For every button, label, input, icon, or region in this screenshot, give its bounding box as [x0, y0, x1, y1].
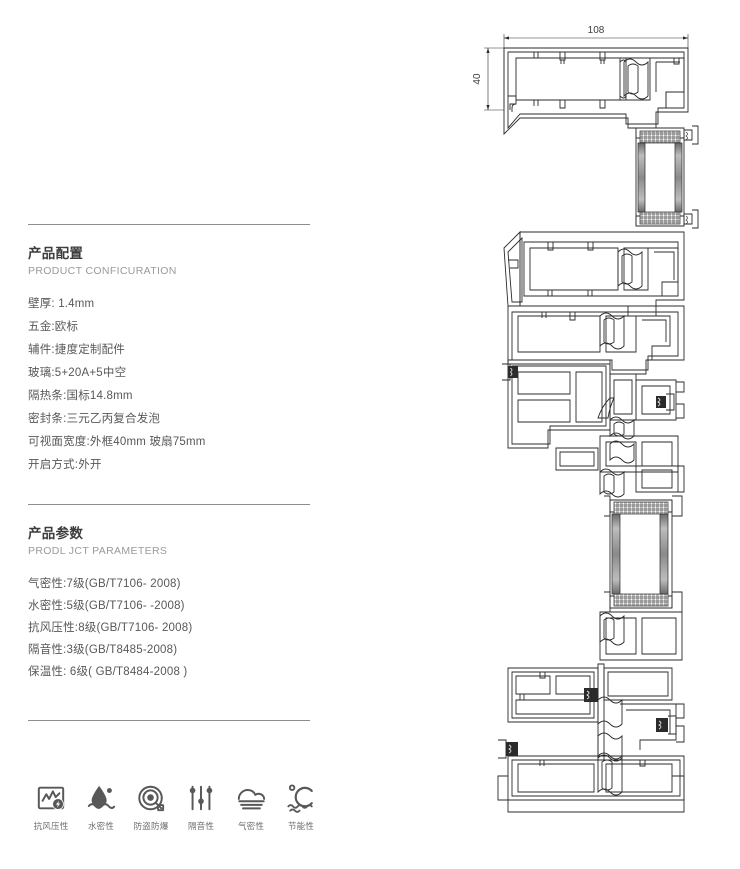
wind-pressure-icon — [36, 783, 66, 813]
feature-label: 隔音性 — [187, 821, 215, 831]
feature-energy-saving: 节能性 — [276, 783, 326, 831]
sound-insulation-icon — [186, 783, 216, 813]
water-tightness-icon — [86, 783, 116, 813]
list-item: 水密性:5级(GB/T7106- -2008) — [28, 599, 185, 612]
list-item: 五金:欧标 — [28, 320, 79, 333]
product-configuration-section: 产品配置 PRODUCT CONFICURATION 壁厚: 1.4mm 五金:… — [28, 246, 328, 483]
feature-water-tightness: 水密性 — [76, 783, 126, 831]
list-item: 抗风压性:8级(GB/T7106- 2008) — [28, 621, 193, 634]
divider-top — [28, 224, 310, 225]
list-item: 可视面宽度:外框40mm 玻扇75mm — [28, 435, 206, 448]
feature-label: 节能性 — [287, 821, 315, 831]
feature-label: 气密性 — [237, 821, 265, 831]
list-item: 辅件:捷度定制配件 — [28, 343, 125, 356]
feature-wind-pressure: 抗风压性 — [26, 783, 76, 831]
energy-saving-icon — [286, 783, 316, 813]
dimension-lines — [484, 34, 689, 111]
feature-label: 水密性 — [87, 821, 115, 831]
profile-section-top — [503, 47, 689, 136]
list-item: 玻璃:5+20A+5中空 — [28, 366, 127, 379]
feature-icon-row: 抗风压性 水密性 — [26, 783, 326, 831]
feature-anti-theft: 防盗防爆 — [126, 783, 176, 831]
profile-section-sash — [502, 359, 685, 498]
configuration-spec-list: 壁厚: 1.4mm 五金:欧标 辅件:捷度定制配件 玻璃:5+20A+5中空 隔… — [28, 297, 328, 472]
configuration-title-cn: 产品配置 — [28, 246, 84, 261]
feature-label: 抗风压性 — [33, 821, 69, 831]
parameters-title-en: PRODL JCT PARAMETERS — [28, 545, 168, 558]
configuration-title-en: PRODUCT CONFICURATION — [28, 265, 177, 278]
list-item: 密封条:三元乙丙复合发泡 — [28, 412, 161, 425]
profile-cross-section-drawing: 108 40 — [472, 25, 699, 813]
feature-sound-insulation: 隔音性 — [176, 783, 226, 831]
list-item: 气密性:7级(GB/T7106- 2008) — [28, 577, 181, 590]
dimension-height-label: 40 — [472, 73, 483, 85]
glass-unit-lower — [604, 495, 683, 613]
list-item: 壁厚: 1.4mm — [28, 297, 95, 310]
divider-bottom — [28, 720, 310, 721]
profile-section-middle — [503, 230, 685, 375]
dimension-width-label: 108 — [588, 25, 605, 36]
list-item: 开启方式:外开 — [28, 458, 102, 471]
feature-air-tightness: 气密性 — [226, 783, 276, 831]
feature-label: 防盗防爆 — [133, 821, 169, 831]
list-item: 隔音性:3级(GB/T8485-2008) — [28, 643, 178, 656]
product-parameters-section: 产品参数 PRODL JCT PARAMETERS 气密性:7级(GB/T710… — [28, 526, 328, 689]
parameters-title-cn: 产品参数 — [28, 526, 84, 541]
list-item: 保温性: 6级( GB/T8484-2008 ) — [28, 665, 188, 678]
parameters-spec-list: 气密性:7级(GB/T7106- 2008) 水密性:5级(GB/T7106- … — [28, 577, 328, 679]
divider-middle — [28, 504, 310, 505]
glass-unit-upper — [635, 125, 699, 229]
product-info-panel: 产品配置 PRODUCT CONFICURATION 壁厚: 1.4mm 五金:… — [0, 0, 340, 869]
list-item: 隔热条:国标14.8mm — [28, 389, 133, 402]
anti-theft-icon — [136, 783, 166, 813]
profile-section-bottom — [497, 611, 685, 813]
air-tightness-icon — [236, 783, 266, 813]
technical-drawing-panel: 108 40 — [460, 0, 740, 869]
